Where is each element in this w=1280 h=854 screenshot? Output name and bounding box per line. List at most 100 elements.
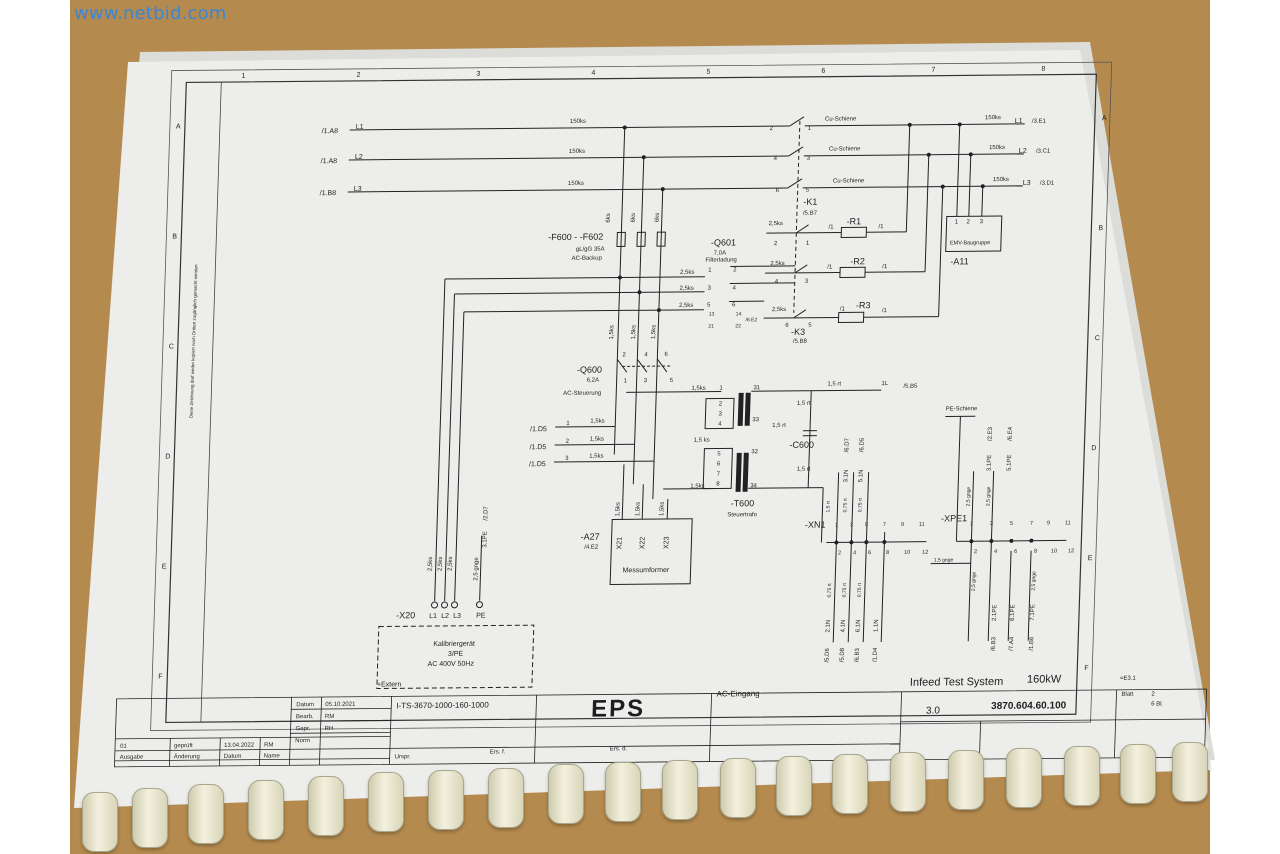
binder-ring <box>832 754 868 814</box>
q601-rating: 7,0A <box>714 251 727 257</box>
q601-name: -Q601 <box>711 237 736 247</box>
grid-col-8: 8 <box>1041 66 1045 73</box>
cable-out-l1: 150ks <box>985 115 1001 121</box>
grid-col-5: 5 <box>706 69 710 76</box>
tb-header-ausgabe: Ausgabe <box>120 755 145 761</box>
q601-feed-2 <box>454 291 705 295</box>
eps-logo: EPS <box>591 695 646 722</box>
cable-out-l2: 150ks <box>989 145 1005 151</box>
xn1-bot-8: 8 <box>886 550 889 556</box>
binder-ring <box>1006 748 1042 808</box>
xn1-down-wire-1: 0,75 rt <box>827 583 833 598</box>
k1-pin-3: 3 <box>807 156 811 162</box>
binder-ring <box>662 760 698 820</box>
input-num-3: 3 <box>565 456 569 462</box>
tb-ursprung: Urspr. <box>395 754 412 760</box>
q600-pin-2: 2 <box>622 352 626 358</box>
kalibrier-box <box>376 624 535 690</box>
binder-ring <box>248 780 284 840</box>
xpe1-down-label-1: 2.1PE <box>992 605 999 621</box>
xn1-up-ref-2: /6.D5 <box>859 437 865 452</box>
xpe1-up-ref-1: /2.E3 <box>988 426 994 441</box>
t600-pin-3: 3 <box>718 412 722 418</box>
a11-label: EMV-Baugruppe <box>950 240 991 246</box>
junction <box>641 155 646 160</box>
r1-row <box>766 231 842 234</box>
q601-pin-1: 1 <box>708 268 712 274</box>
ref-l3: /1.B8 <box>320 190 337 197</box>
xpe1-top-1: 1 <box>970 521 973 527</box>
xn1-bot-2: 2 <box>838 550 841 556</box>
junction <box>656 308 661 313</box>
xn1-wire-2 <box>847 472 855 643</box>
t600-pin-33: 33 <box>752 417 760 423</box>
xpe1-down-label-2: 6.1PE <box>1010 604 1017 620</box>
a27-pin-x22: X22 <box>639 537 646 550</box>
tb-ers-durch: Ers. d. <box>610 746 628 752</box>
k1-pin-2: 2 <box>770 126 774 132</box>
r2-pin-4: 4 <box>775 279 779 285</box>
xpe1-up-label-2: 5.1PE <box>1007 455 1014 471</box>
r1-name: -R1 <box>847 216 862 226</box>
r1-up <box>905 124 911 232</box>
x20-wire-l2: 2,5ks <box>438 557 444 571</box>
r1-a: /1 <box>828 225 834 231</box>
xn1-bot-10: 10 <box>904 550 910 556</box>
cable-l2: 150ks <box>569 149 585 155</box>
xpe1-wire-2 <box>987 471 995 642</box>
junction <box>957 122 962 127</box>
binder-rings <box>70 742 1210 854</box>
x20-pin-l1: L1 <box>429 613 437 620</box>
q601-feed-1 <box>444 276 705 280</box>
fuse-note: AC-Backup <box>571 256 602 262</box>
grid-row-a-right: A <box>1102 115 1107 122</box>
tb-row-label-3: Gepr. <box>295 726 310 732</box>
c600-vert <box>807 390 812 488</box>
grid-row-d: D <box>165 453 170 460</box>
t600-wire-out: 1,5 rt <box>827 381 841 387</box>
fuse-f601 <box>636 231 646 247</box>
k1-contact-2 <box>788 146 804 157</box>
x20-terminal-l3 <box>451 601 459 609</box>
a27-wire-2 <box>641 484 644 520</box>
t600-primary-box <box>704 397 735 430</box>
outer-frame <box>150 61 1113 731</box>
ref-l2: /1.A8 <box>321 158 338 165</box>
grid-row-b-right: B <box>1098 225 1103 232</box>
q601-wire-3: 2,5ks <box>679 303 694 309</box>
xn1-down-ref-4: /1.D4 <box>873 647 879 662</box>
a27-pin-x23: X23 <box>663 536 670 549</box>
grid-col-2: 2 <box>356 72 360 79</box>
busbar-l3: Cu-Schiene <box>833 178 865 184</box>
tb-header-datum: Datum <box>224 754 242 760</box>
junction <box>940 184 945 189</box>
xn1-down-label-3: 6.1N <box>856 620 862 633</box>
binder-ring <box>488 768 524 828</box>
drop-l1 <box>613 127 626 455</box>
fuse-name: -F600 - -F602 <box>548 232 603 242</box>
drawing-frame <box>165 73 1097 724</box>
k1-pin-5: 5 <box>806 188 810 194</box>
q601-aux-13: 13 <box>709 312 715 318</box>
xpe1-bot-2: 2 <box>974 549 977 555</box>
xpe1-down-label-3: 7.1PE <box>1030 604 1037 620</box>
t600-pin-1: 1 <box>719 386 723 392</box>
tb-rev-text: geprüft <box>174 743 193 749</box>
input-num-1: 1 <box>566 421 570 427</box>
to-xn1 <box>820 487 824 543</box>
q600-wire-1: 1,5ks <box>609 325 615 339</box>
q601-aux-ref: /6.E2 <box>745 317 757 323</box>
xn1-link-label: 1,5 gnge <box>934 557 954 563</box>
t600-pin-7: 7 <box>717 472 721 478</box>
kal-ext: +Extern <box>377 681 402 688</box>
r3-pin-6: 6 <box>785 323 789 329</box>
xn1-top-9: 9 <box>901 522 904 528</box>
t600-pin-31: 31 <box>753 385 761 391</box>
tb-row-label-1: Datum <box>296 702 314 708</box>
xn1-top-3: 3 <box>850 522 853 528</box>
busbar-l1: Cu-Schiene <box>825 116 857 122</box>
k3-contact <box>793 309 807 319</box>
copyright-note: Diese Zeichnung darf weder kopiert noch … <box>189 264 199 418</box>
fuse-rating: gL/gG 35A <box>576 247 605 253</box>
